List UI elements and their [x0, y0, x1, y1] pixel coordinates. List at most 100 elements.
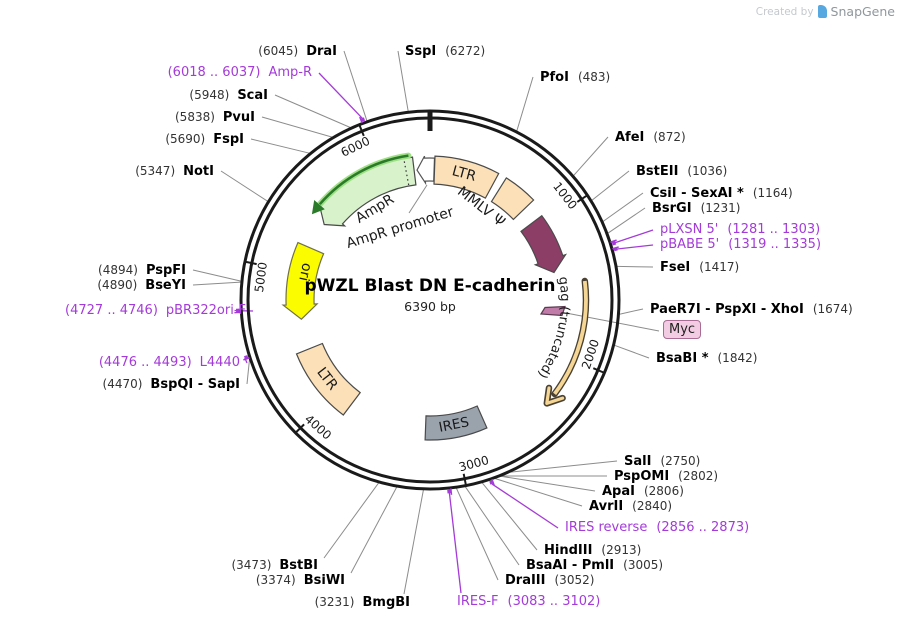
site-name: PaeR7I - PspXI - XhoI — [650, 302, 804, 317]
primer-label-l4440[interactable]: (4476 .. 4493)L4440 — [99, 355, 240, 371]
site-connector — [274, 94, 351, 128]
tick-label: 6000 — [339, 134, 373, 160]
primer-label-pbr322ori-f[interactable]: (4727 .. 4746)pBR322ori-F — [65, 303, 246, 319]
site-name: DraIII — [505, 573, 546, 588]
site-name: BsiWI — [303, 573, 345, 588]
plasmid-title: pWZL Blast DN E-cadherin — [304, 276, 556, 296]
enzyme-label-bsaai-pmli[interactable]: BsaAI - PmlI(3005) — [526, 557, 663, 574]
site-position: (3473) — [231, 558, 272, 572]
site-connector — [607, 207, 646, 234]
enzyme-label-bsabi-[interactable]: BsaBI *(1842) — [656, 350, 757, 367]
enzyme-label-hindiii[interactable]: HindIII(2913) — [544, 542, 641, 559]
site-connector — [397, 50, 409, 112]
tick-label: 5000 — [252, 261, 270, 293]
primer-range-cap — [359, 116, 363, 124]
enzyme-label-bsiwi[interactable]: (3374)BsiWI — [256, 572, 345, 589]
site-name: DraI — [306, 44, 337, 59]
site-connector — [573, 136, 609, 176]
site-connector — [491, 483, 559, 529]
site-position: (5948) — [189, 88, 230, 102]
enzyme-label-bseyi[interactable]: (4890)BseYI — [97, 277, 186, 294]
enzyme-label-pfoi[interactable]: PfoI(483) — [540, 69, 610, 86]
primer-label-ires-f[interactable]: IRES-F(3083 .. 3102) — [457, 594, 600, 610]
site-position: (4890) — [97, 278, 138, 292]
site-connector — [500, 475, 596, 492]
site-connector — [323, 482, 380, 559]
plasmid-length: 6390 bp — [404, 299, 456, 314]
enzyme-label-afei[interactable]: AfeI(872) — [615, 129, 686, 146]
feature-ampr-promoter[interactable] — [416, 155, 436, 186]
tick-label: 4000 — [302, 412, 334, 443]
enzyme-label-noti[interactable]: (5347)NotI — [135, 163, 214, 180]
feature-gag[interactable] — [520, 214, 568, 274]
primer-label-amp-r[interactable]: (6018 .. 6037)Amp-R — [168, 65, 312, 81]
site-name: L4440 — [199, 355, 240, 370]
site-name: CsiI - SexAI * — [650, 186, 744, 201]
enzyme-label-fspi[interactable]: (5690)FspI — [165, 131, 244, 148]
enzyme-label-fsei[interactable]: FseI(1417) — [660, 259, 739, 276]
site-connector — [619, 308, 644, 315]
site-connector — [250, 138, 310, 154]
primer-label-ires-reverse[interactable]: IRES reverse(2856 .. 2873) — [565, 520, 749, 536]
site-connector — [617, 244, 654, 250]
site-name: pLXSN 5' — [660, 222, 719, 237]
snapgene-watermark: Created by SnapGene — [756, 4, 895, 19]
enzyme-label-pvui[interactable]: (5838)PvuI — [175, 109, 255, 126]
tick-label: 3000 — [457, 453, 490, 474]
enzyme-label-drai[interactable]: (6045)DraI — [258, 43, 337, 60]
site-position: (2856 .. 2873) — [656, 520, 750, 535]
site-connector — [616, 265, 654, 268]
site-name: pBABE 5' — [660, 237, 720, 252]
enzyme-label-scai[interactable]: (5948)ScaI — [189, 87, 268, 104]
enzyme-label-draiii[interactable]: DraIII(3052) — [505, 572, 594, 589]
primer-label-pbabe-5-[interactable]: pBABE 5'(1319 .. 1335) — [660, 237, 821, 253]
feature-ori[interactable] — [281, 241, 325, 320]
tick-mark — [295, 423, 305, 433]
watermark-created-by: Created by — [755, 5, 814, 18]
site-name: AfeI — [615, 130, 645, 145]
enzyme-label-csii-sexai-[interactable]: CsiI - SexAI * (1164) — [650, 185, 793, 202]
primer-label-plxsn-5-[interactable]: pLXSN 5'(1281 .. 1303) — [660, 222, 820, 238]
site-position: (1036) — [687, 164, 728, 178]
feature-mmlv-psi[interactable] — [490, 177, 535, 221]
primer-range-cap — [450, 488, 453, 495]
insert-arc[interactable] — [553, 280, 588, 396]
enzyme-label-paer7i-pspxi-xhoi[interactable]: PaeR7I - PspXI - XhoI(1674) — [650, 301, 853, 318]
primer-range-cap — [491, 478, 495, 486]
feature-ltr3[interactable] — [295, 342, 362, 416]
enzyme-label-bstbi[interactable]: (3473)BstBI — [231, 557, 318, 574]
enzyme-label-bspqi-sapi[interactable]: (4470)BspQI - SapI — [103, 376, 240, 393]
site-name: FspI — [213, 132, 244, 147]
site-name: PspOMI — [614, 469, 670, 484]
enzyme-label-apai[interactable]: ApaI(2806) — [602, 483, 684, 500]
feature-ltr5[interactable] — [433, 155, 500, 199]
feature-ires[interactable] — [424, 405, 488, 441]
enzyme-label-pspomi[interactable]: PspOMI(2802) — [614, 468, 718, 485]
site-name: PvuI — [222, 110, 255, 125]
site-name: BsaAI - PmlI — [526, 558, 615, 573]
enzyme-label-bmgbi[interactable]: (3231)BmgBI — [315, 594, 410, 611]
site-connector — [192, 281, 241, 286]
site-connector — [591, 170, 630, 201]
myc-feature-badge[interactable]: Myc — [663, 320, 702, 339]
enzyme-label-sali[interactable]: SalI(2750) — [624, 453, 700, 470]
site-position: (1164) — [752, 186, 793, 200]
site-position: (2913) — [601, 543, 642, 557]
enzyme-label-pspfi[interactable]: (4894)PspFI — [98, 262, 186, 279]
enzyme-label-sspi[interactable]: SspI(6272) — [405, 43, 485, 60]
site-connector — [602, 192, 644, 222]
site-position: (4727 .. 4746) — [65, 303, 158, 318]
site-connector — [261, 116, 333, 138]
site-connector — [246, 359, 250, 385]
enzyme-label-bsrgi[interactable]: BsrGI(1231) — [652, 200, 740, 217]
enzyme-label-avrii[interactable]: AvrII(2840) — [589, 498, 672, 515]
plasmid-title-block: pWZL Blast DN E-cadherin 6390 bp — [280, 276, 580, 314]
enzyme-label-bsteii[interactable]: BstEII(1036) — [636, 163, 727, 180]
site-connector — [455, 487, 499, 581]
ampr-arc-head — [311, 200, 325, 215]
site-connector — [318, 72, 363, 119]
feature-myc-marker[interactable] — [539, 305, 566, 317]
site-position: (1231) — [700, 201, 741, 215]
